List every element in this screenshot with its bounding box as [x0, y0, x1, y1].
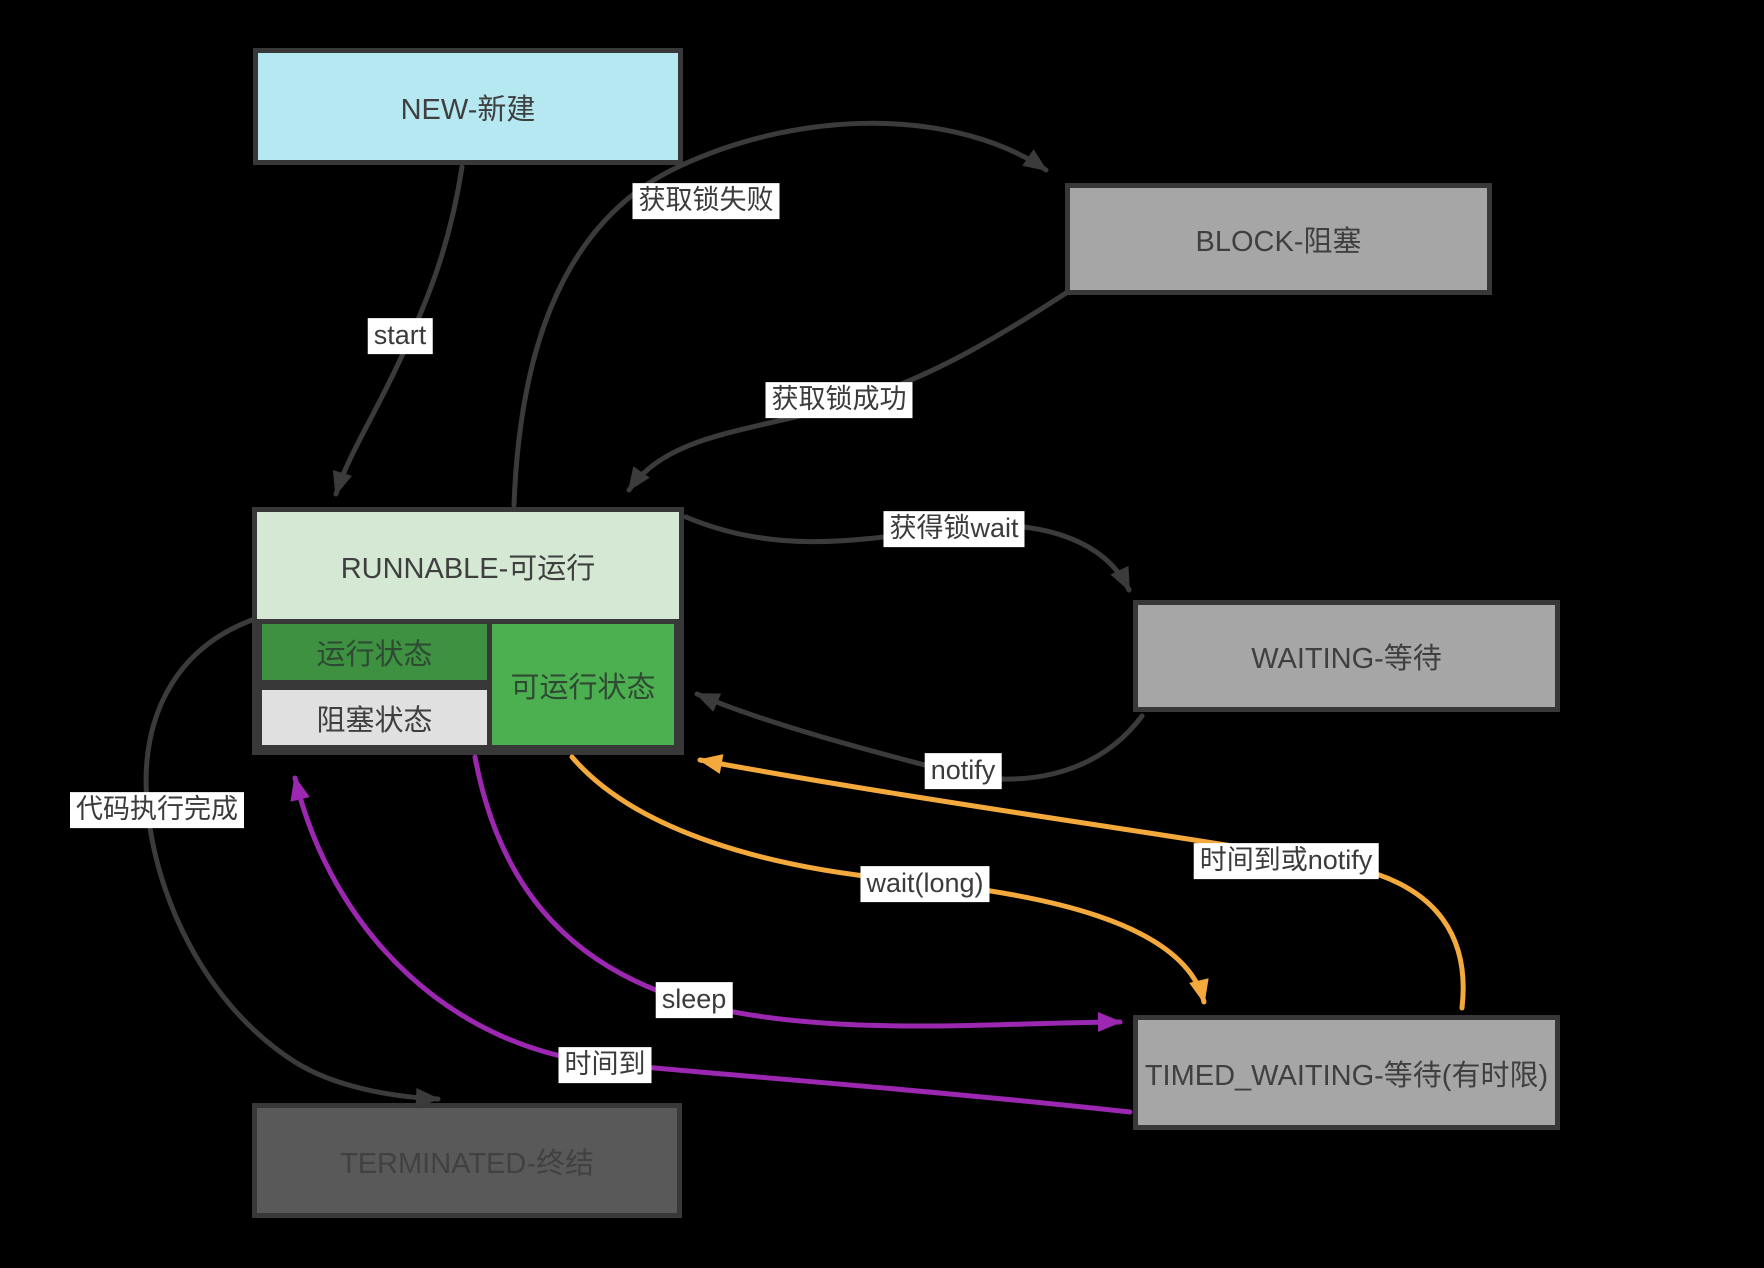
node-blocked-state-label: 阻塞状态	[316, 704, 433, 737]
edge-timeout-or-notify	[697, 754, 1466, 1011]
edge-label-start: start	[367, 318, 433, 354]
edge-label-notify: notify	[924, 753, 1002, 789]
node-waiting-label: WAITING-等待	[1251, 643, 1442, 675]
node-running-state-label: 运行状态	[316, 639, 433, 671]
node-new-label: NEW-新建	[400, 93, 536, 126]
node-timed-waiting: TIMED_WAITING-等待(有时限)	[1133, 1015, 1560, 1130]
node-runnable-title: RUNNABLE-可运行	[340, 552, 596, 585]
node-timed-waiting-label: TIMED_WAITING-等待(有时限)	[1144, 1059, 1549, 1092]
edge-label-timeout: 时间到	[558, 1047, 652, 1083]
node-runnable: RUNNABLE-可运行 运行状态 阻塞状态 可运行状态	[252, 507, 684, 755]
edge-acquire-lock-fail	[511, 120, 1049, 508]
edge-label-code-complete: 代码执行完成	[70, 792, 244, 828]
edge-sleep	[472, 754, 1123, 1033]
node-runnable-state: 可运行状态	[487, 619, 679, 750]
node-block: BLOCK-阻塞	[1065, 183, 1492, 295]
edge-label-sleep: sleep	[655, 982, 733, 1018]
edge-label-get-lock-wait: 获得锁wait	[883, 511, 1025, 547]
node-waiting: WAITING-等待	[1133, 600, 1560, 712]
edge-timeout	[290, 775, 1133, 1115]
edge-notify	[694, 691, 1145, 782]
node-runnable-state-label: 可运行状态	[510, 671, 656, 704]
edge-start	[332, 164, 465, 497]
node-running-state: 运行状态	[257, 619, 492, 685]
node-terminated-label: TERMINATED-终结	[339, 1147, 594, 1180]
node-new: NEW-新建	[253, 48, 683, 165]
edge-label-acquire-lock-success: 获取锁成功	[765, 382, 913, 418]
edge-label-acquire-lock-fail: 获取锁失败	[632, 183, 780, 219]
node-blocked-state: 阻塞状态	[257, 685, 492, 750]
edge-code-complete	[143, 617, 441, 1109]
node-block-label: BLOCK-阻塞	[1195, 226, 1362, 258]
edge-label-timeout-or-notify: 时间到或notify	[1193, 843, 1379, 879]
edge-label-wait-long: wait(long)	[860, 866, 990, 902]
node-terminated: TERMINATED-终结	[252, 1103, 682, 1218]
